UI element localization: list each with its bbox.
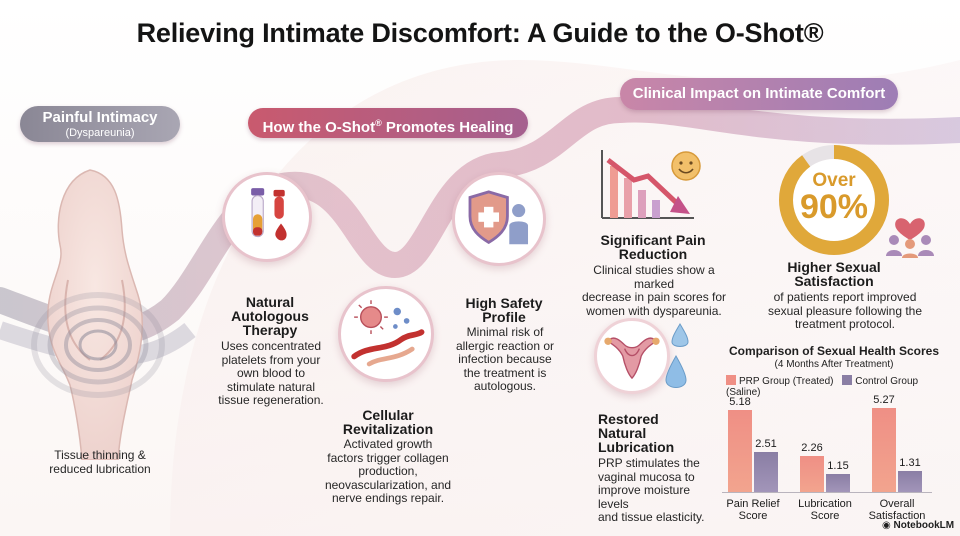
decline-chart-icon [601,150,694,219]
revitalization-heading: Cellular Revitalization [342,407,434,437]
satisfaction-body: of patients report improved sexual pleas… [767,290,923,331]
safety-heading: High Safety Profile [465,295,543,325]
woman-silhouette-icon [31,169,165,460]
left-caption: Tissue thinning & reduced lubrication [49,448,151,476]
clinical-impact-pill: Clinical Impact on Intimate Comfort [620,78,898,110]
revitalization-circle [338,286,434,382]
blood-drop-icon [275,223,287,241]
chart-title: Comparison of Sexual Health Scores [728,344,940,358]
data-label-prp-2: 5.27 [873,394,895,407]
pill-title: Painful Intimacy [42,109,158,126]
pill-subtitle: (Dyspareunia) [65,127,135,139]
badge-value: 90% [799,188,869,226]
uterus-icon [604,337,660,380]
data-label-control-0: 2.51 [755,438,777,451]
bar-prp-1 [800,456,824,492]
data-label-control-2: 1.31 [899,457,921,470]
pain-heading: Significant Pain Reduction [600,232,706,262]
safety-body: Minimal risk of allergic reaction or inf… [455,325,555,393]
badge-top: Over [812,170,856,191]
data-label-prp-0: 5.18 [729,395,751,408]
bar-control-1 [826,473,850,492]
lubrication-circle [594,318,670,394]
chart-subtitle: (4 Months After Treatment) [774,359,894,370]
blood-tube-icon [251,188,287,241]
water-drop-icon [665,323,689,388]
heart-people-icon [886,218,934,258]
lubrication-body: PRP stimulates the vaginal mucosa to imp… [598,456,705,524]
therapy-heading: Natural Autologous Therapy [231,294,309,338]
page-title: Relieving Intimate Discomfort: A Guide t… [136,18,824,48]
person-icon [509,204,529,245]
satisfaction-ring [779,145,889,255]
painful-intimacy-pill: Painful Intimacy (Dyspareunia) [20,106,180,142]
data-label-control-1: 1.15 [827,459,849,472]
cell-virus-icon [354,300,410,334]
revitalization-body: Activated growth factors trigger collage… [324,437,452,505]
therapy-circle [222,172,312,262]
x-axis-line [722,492,932,493]
pain-body: Clinical studies show a marked decrease … [581,263,727,318]
bar-control-2 [898,471,922,492]
legend-item-prp: PRP Group (Treated) [726,375,833,387]
therapy-body: Uses concentrated platelets from your ow… [218,339,324,407]
healing-pill: How the O-Shot® Promotes Healing [248,108,528,138]
bar-prp-2 [872,408,896,492]
bar-prp-0 [728,409,752,492]
data-label-prp-1: 2.26 [801,442,823,455]
smiley-icon [671,151,701,181]
lubrication-heading: Restored Natural Lubrication [598,411,675,455]
legend-item-control: Control Group (Saline) [726,375,919,398]
satisfaction-heading: Higher Sexual Satisfaction [787,259,881,289]
bar-control-0 [754,452,778,492]
blood-vessel-icon [351,329,425,367]
sparkle-logo-icon: ◉ [882,520,891,531]
chart-legend: PRP Group (Treated) Control Group (Salin… [726,375,948,398]
brand-logo: ◉ NotebookLM [882,520,955,531]
safety-circle [452,172,546,266]
